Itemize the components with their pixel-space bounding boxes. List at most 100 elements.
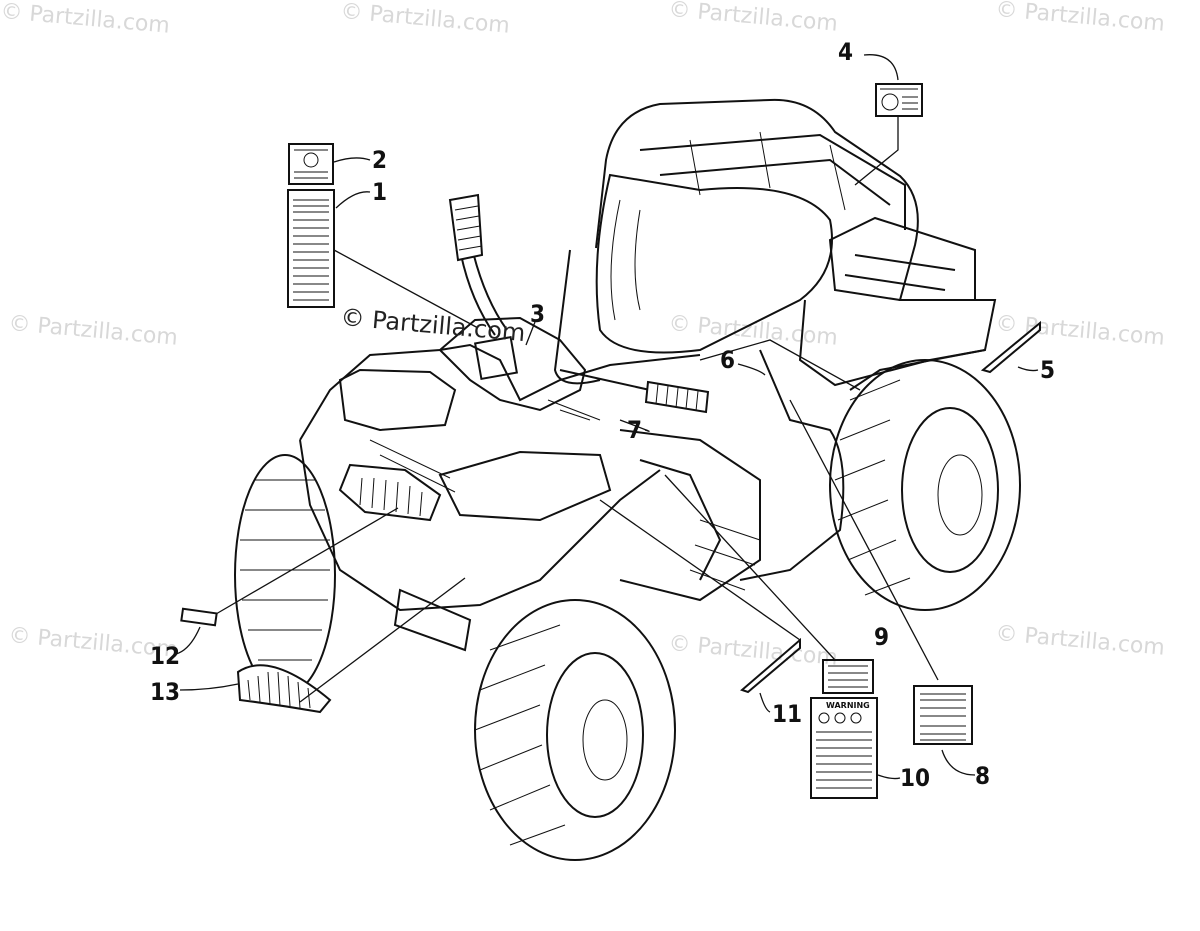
front-rack-right (438, 450, 612, 522)
callout-1: 1 (372, 178, 387, 206)
callout-numbers: 1 2 3 4 5 6 7 8 9 10 11 12 13 (150, 38, 1055, 792)
leader-4-top (863, 54, 899, 81)
callout-7: 7 (627, 416, 642, 444)
seat (595, 173, 833, 354)
leader-13-part (299, 577, 466, 703)
footwell (619, 429, 761, 602)
decal-4-text-lines (880, 88, 918, 110)
leader-12 (175, 626, 201, 655)
decal-10-symbol-2 (834, 712, 846, 724)
handlebar-pod (438, 316, 587, 412)
leader-9 (664, 474, 836, 661)
rear-rack-bars (689, 131, 846, 211)
rear-right-tire (829, 359, 1021, 611)
left-grip-texture (454, 205, 483, 251)
decal-8-text-lines (920, 693, 966, 741)
right-grip-texture (655, 383, 699, 412)
watermark-top-right: © Partzilla.com (667, 0, 838, 37)
front-right-rim (546, 652, 644, 818)
front-right-tire (474, 599, 676, 861)
front-left-tire (234, 454, 336, 696)
grille-slats (359, 477, 423, 517)
decal-13-slats (247, 671, 311, 709)
leader-13 (179, 683, 239, 691)
callout-10: 10 (900, 764, 930, 792)
atv-drawing (299, 98, 997, 652)
leader-lines (175, 54, 1039, 780)
decal-parts: WARNING (180, 83, 1041, 799)
callout-4: 4 (838, 38, 853, 66)
seat-contours (610, 199, 641, 321)
watermark-center: © Partzilla.com (339, 303, 526, 347)
front-body-bottom (299, 439, 661, 612)
decal-2 (288, 143, 334, 185)
front-right-tread (474, 624, 566, 846)
frame-member (639, 459, 722, 581)
decal-11 (740, 637, 801, 694)
leader-2 (333, 157, 371, 163)
watermark-top-mid: © Partzilla.com (339, 0, 510, 39)
leader-6-part (699, 339, 861, 391)
leader-11 (759, 692, 771, 713)
callout-2: 2 (372, 146, 387, 174)
front-rack-bars (369, 439, 456, 493)
leader-8-tick (941, 749, 976, 776)
seat-left-edge (553, 249, 601, 385)
watermarks: © Partzilla.com © Partzilla.com © Partzi… (0, 0, 1166, 671)
decal-8 (913, 685, 973, 745)
decal-4 (875, 83, 923, 117)
front-grille (338, 463, 442, 522)
leader-12-part (215, 507, 399, 615)
front-left-tread (240, 479, 330, 661)
leader-7 (619, 419, 650, 432)
front-rack-left (338, 368, 457, 432)
decal-4-symbol (881, 93, 899, 111)
rear-fender-bottom (798, 299, 986, 387)
watermark-bottom-right: © Partzilla.com (994, 621, 1165, 661)
callout-11: 11 (772, 700, 802, 728)
front-bumper (393, 588, 472, 652)
rear-rack-rail-inner (659, 158, 891, 206)
body-logo-decal (547, 399, 601, 421)
leader-3 (525, 321, 536, 346)
callout-5: 5 (1040, 356, 1055, 384)
leader-1 (333, 249, 479, 329)
left-grip (448, 193, 484, 262)
decal-12 (180, 607, 218, 627)
callout-9: 9 (874, 623, 889, 651)
decal-9 (822, 659, 874, 694)
leader-8 (789, 399, 939, 681)
decal-10-warning-text: WARNING (826, 701, 870, 710)
leader-11-part (599, 499, 801, 641)
decal-10-symbol-3 (850, 712, 862, 724)
leader-6 (737, 363, 766, 376)
watermark-top-far-right: © Partzilla.com (994, 0, 1165, 37)
watermark-mid-far-right: © Partzilla.com (994, 311, 1165, 351)
decal-10-text-lines (816, 731, 872, 789)
decal-1 (287, 189, 335, 308)
decal-2-text-lines (294, 149, 328, 179)
decal-5 (980, 320, 1041, 374)
leader-5 (1017, 366, 1039, 372)
watermark-top-left: © Partzilla.com (0, 0, 171, 39)
decal-2-symbol (303, 152, 319, 168)
rear-rack-rail (639, 133, 906, 230)
handlebar-right-tube (559, 369, 651, 391)
display-panel (473, 335, 519, 381)
rear-rack-side-bars (844, 254, 956, 291)
watermark-mid-left: © Partzilla.com (7, 311, 178, 351)
rear-right-rim (901, 407, 999, 573)
callout-8: 8 (975, 762, 990, 790)
rear-rack-side (828, 216, 976, 301)
rear-right-tread (834, 379, 911, 596)
leader-4 (854, 117, 899, 186)
leader-10 (877, 774, 901, 780)
decal-13 (236, 664, 332, 714)
rear-fender-side (739, 349, 845, 581)
rear-rack-outline (595, 98, 997, 391)
callout-12: 12 (150, 642, 180, 670)
handlebar-left-tube-2 (471, 247, 508, 331)
rear-right-hub (937, 454, 983, 536)
